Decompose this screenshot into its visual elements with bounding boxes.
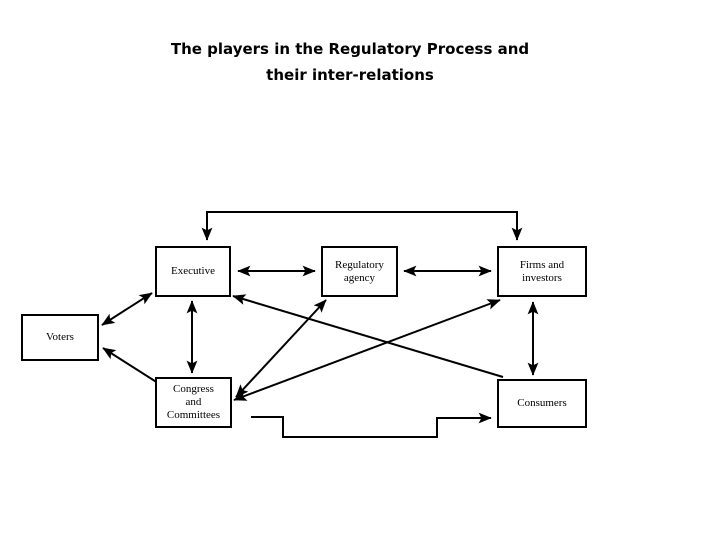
edge-consumers-executive bbox=[232, 294, 504, 378]
node-firms-and-investors[interactable]: Firms and investors bbox=[497, 246, 587, 297]
edge-congress-voters bbox=[102, 347, 159, 384]
node-regulatory-agency[interactable]: Regulatory agency bbox=[321, 246, 398, 297]
node-executive[interactable]: Executive bbox=[155, 246, 231, 297]
edge-congress-firms bbox=[233, 299, 501, 401]
edge-top-bracket-executive bbox=[201, 211, 523, 241]
node-consumers[interactable]: Consumers bbox=[497, 379, 587, 428]
node-voters[interactable]: Voters bbox=[21, 314, 99, 361]
edge-bottom-bracket-consumers bbox=[251, 412, 492, 438]
edge-executive-voters bbox=[101, 292, 153, 326]
page-title: The players in the Regulatory Process an… bbox=[170, 40, 530, 84]
node-congress-and-committees[interactable]: Congress and Committees bbox=[155, 377, 232, 428]
